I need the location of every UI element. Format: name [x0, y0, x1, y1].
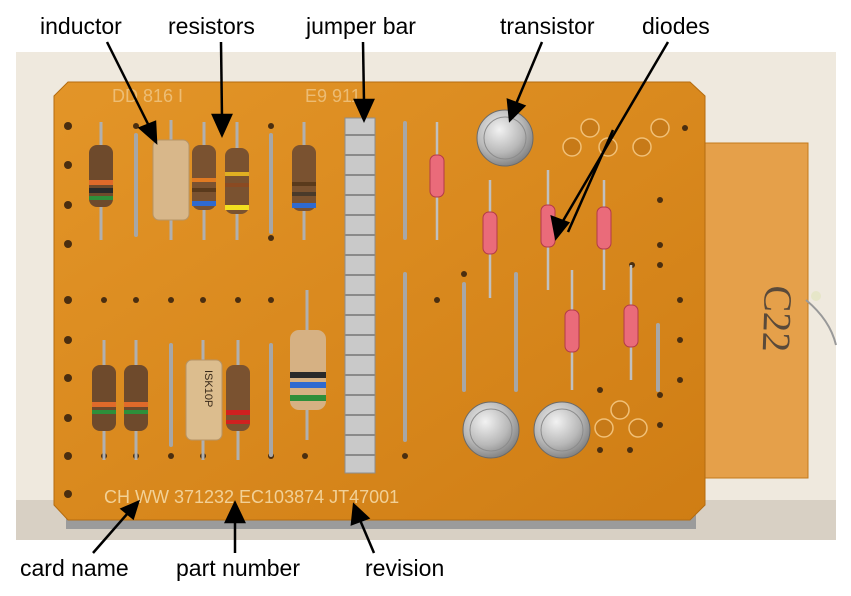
jumper-bar	[344, 117, 376, 474]
edge-connector	[689, 142, 809, 479]
inductor-bottom: ISK10P	[185, 359, 223, 441]
transistor-bottom-right	[533, 401, 591, 459]
label-diodes: diodes	[642, 13, 710, 39]
board-bottom-marking: CH WW 371232 EC103874 JT47001	[104, 487, 399, 507]
resistor-r8	[290, 330, 326, 410]
inductor-marking: ISK10P	[202, 370, 214, 407]
transistor-top	[476, 109, 534, 167]
transistor-pads	[562, 118, 670, 438]
resistor-r2	[192, 145, 216, 210]
board-top-marking-2: E9 911	[305, 86, 361, 106]
resistor-r1	[89, 145, 113, 207]
resistor-r7	[226, 365, 250, 431]
label-jumper-bar: jumper bar	[306, 13, 416, 39]
annotation-arrows	[92, 41, 670, 554]
label-transistor: transistor	[500, 13, 595, 39]
transistor-bottom-left	[462, 401, 520, 459]
wire-jumpers	[134, 121, 660, 457]
label-part-number: part number	[176, 555, 301, 581]
resistor-r5	[92, 365, 116, 431]
connector-handwriting: C22	[754, 285, 801, 353]
board-top-marking: DD 816 I	[112, 86, 183, 106]
resistor-r6	[124, 365, 148, 431]
label-resistors: resistors	[168, 13, 255, 39]
resistor-r3	[225, 148, 249, 214]
label-revision: revision	[365, 555, 445, 581]
label-inductor: inductor	[40, 13, 122, 39]
resistor-r4	[292, 145, 316, 211]
label-card-name: card name	[20, 555, 129, 581]
inductor	[152, 139, 190, 221]
